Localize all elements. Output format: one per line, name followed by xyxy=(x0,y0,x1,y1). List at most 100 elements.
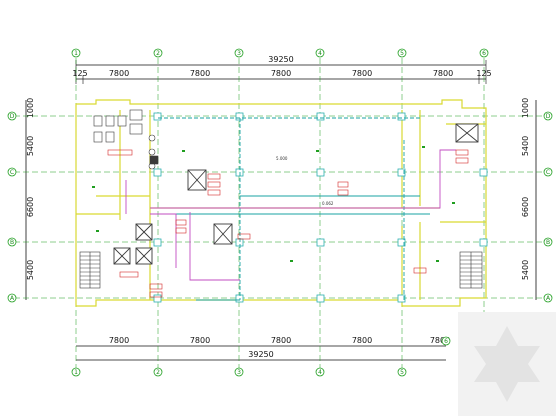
bottom-dimension-chain: 7800 7800 7800 7800 7800 39250 xyxy=(76,336,450,361)
ahu-unit-lower xyxy=(213,223,233,245)
stair-left xyxy=(79,251,101,289)
ductwork xyxy=(158,117,430,301)
right-dim-2: 5400 xyxy=(521,136,530,156)
right-dim-3: 6600 xyxy=(521,197,530,217)
diffuser-marks xyxy=(92,146,455,262)
end-offset-left: 125 xyxy=(72,69,87,78)
equipment xyxy=(113,123,479,265)
right-dim-4: 5400 xyxy=(521,260,530,280)
axis-bubble-left-a xyxy=(7,293,17,303)
column xyxy=(397,294,406,303)
room-note-corridor: 0.062 xyxy=(322,201,334,206)
axis-label-bottom-5: 5 xyxy=(400,369,404,376)
column xyxy=(235,238,244,247)
axis-bubbles xyxy=(7,48,553,377)
axis-bubble-top-4 xyxy=(315,48,325,58)
ahu-unit-upper xyxy=(187,169,207,191)
bay-dim-top-4: 7800 xyxy=(352,69,372,78)
axis-label-top-3: 3 xyxy=(237,50,241,57)
axis-label-top-6: 6 xyxy=(482,50,486,57)
axis-label-bottom-2: 2 xyxy=(156,369,160,376)
end-offset-right: 125 xyxy=(476,69,491,78)
right-dimension-chain: 1000 5400 6600 5400 xyxy=(521,98,537,300)
column xyxy=(235,294,244,303)
ahu-unit-right xyxy=(455,123,479,143)
toilet-core xyxy=(93,109,159,170)
axis-bubble-bottom-2 xyxy=(153,367,163,377)
left-dim-1: 1000 xyxy=(26,98,35,118)
bay-dim-top-2: 7800 xyxy=(190,69,210,78)
axis-label-top-2: 2 xyxy=(156,50,160,57)
column xyxy=(316,168,325,177)
bay-dim-bottom-2: 7800 xyxy=(190,336,210,345)
column xyxy=(397,168,406,177)
watermark-logo xyxy=(458,312,556,416)
bay-dim-bottom-1: 7800 xyxy=(109,336,129,345)
bay-dim-bottom-3: 7800 xyxy=(271,336,291,345)
axis-label-top-4: 4 xyxy=(318,50,322,57)
overall-length-top: 39250 xyxy=(268,55,293,64)
stair-right xyxy=(459,251,483,289)
axis-label-left-a: A xyxy=(10,295,15,302)
axis-bubble-top-6 xyxy=(479,48,489,58)
column xyxy=(316,238,325,247)
column xyxy=(235,112,244,121)
column xyxy=(397,112,406,121)
axis-bubble-left-b xyxy=(7,237,17,247)
bay-dim-bottom-4: 7800 xyxy=(352,336,372,345)
column xyxy=(316,112,325,121)
right-dim-1: 1000 xyxy=(521,98,530,118)
column xyxy=(479,168,488,177)
axis-bubble-bottom-1 xyxy=(71,367,81,377)
left-dim-2: 5400 xyxy=(26,136,35,156)
axis-grid xyxy=(14,58,548,372)
axis-bubble-bottom-6 xyxy=(441,336,451,346)
bay-dim-bottom-5: 7800 xyxy=(430,336,450,345)
axis-bubble-right-a xyxy=(543,293,553,303)
axis-label-top-1: 1 xyxy=(74,50,78,57)
axis-bubble-top-5 xyxy=(397,48,407,58)
elevator-car-3 xyxy=(135,223,153,241)
bay-dim-top-5: 7800 xyxy=(433,69,453,78)
axis-label-left-b: B xyxy=(10,239,14,246)
left-dim-4: 5400 xyxy=(26,260,35,280)
axis-bubble-top-2 xyxy=(153,48,163,58)
room-note-upper: 5.000 xyxy=(276,156,288,161)
elevator-car-1 xyxy=(113,247,131,265)
column xyxy=(397,238,406,247)
axis-label-left-c: C xyxy=(10,169,14,176)
axis-bubble-top-1 xyxy=(71,48,81,58)
axis-bubble-bottom-4 xyxy=(315,367,325,377)
axis-bubble-bottom-3 xyxy=(234,367,244,377)
column xyxy=(479,238,488,247)
axis-bubble-top-3 xyxy=(234,48,244,58)
room-annotations: 5.000 0.062 xyxy=(276,156,334,206)
axis-bubble-labels: 1 2 3 4 5 6 1 2 3 4 5 6 D C B A D C B A xyxy=(10,50,551,376)
axis-bubble-left-c xyxy=(7,167,17,177)
top-dimension-chain: 39250 125 125 7800 7800 7800 7800 7800 xyxy=(72,55,492,84)
device-tags xyxy=(107,149,469,298)
column xyxy=(316,294,325,303)
column xyxy=(235,168,244,177)
axis-label-bottom-6: 6 xyxy=(444,338,448,345)
left-dimension-chain: 1000 5400 6600 5400 xyxy=(25,98,35,300)
left-dim-3: 6600 xyxy=(26,197,35,217)
axis-bubble-right-d xyxy=(543,111,553,121)
column xyxy=(153,168,162,177)
bay-dim-top-3: 7800 xyxy=(271,69,291,78)
axis-label-bottom-3: 3 xyxy=(237,369,241,376)
axis-label-left-d: D xyxy=(10,113,15,120)
axis-label-right-c: C xyxy=(546,169,550,176)
bay-dim-top-1: 7800 xyxy=(109,69,129,78)
axis-label-bottom-1: 1 xyxy=(74,369,78,376)
axis-label-top-5: 5 xyxy=(400,50,404,57)
axis-bubble-left-d xyxy=(7,111,17,121)
column xyxy=(153,294,162,303)
axis-label-right-a: A xyxy=(546,295,551,302)
axis-bubble-right-b xyxy=(543,237,553,247)
axis-bubble-bottom-5 xyxy=(397,367,407,377)
piping xyxy=(125,149,456,281)
column xyxy=(153,238,162,247)
overall-length-bottom: 39250 xyxy=(248,350,273,359)
